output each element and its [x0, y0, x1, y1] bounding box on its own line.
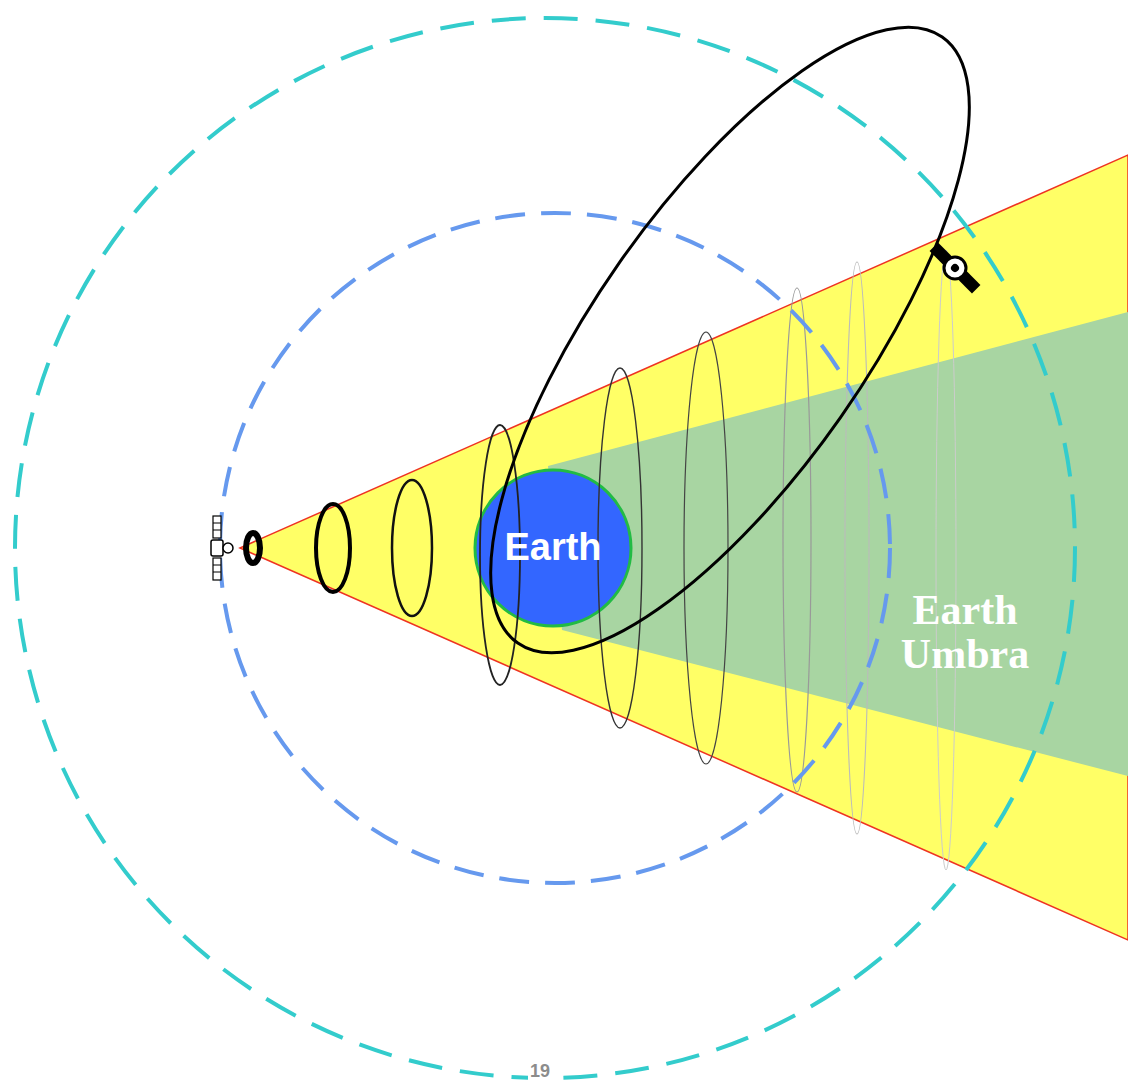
inner-dashed-circle [220, 213, 890, 883]
earth-circle: Earth [473, 468, 633, 628]
cross-section-ellipses [246, 250, 956, 870]
sun-cone [240, 155, 1128, 940]
outer-dashed-circle [15, 18, 1075, 1078]
page-number: 19 [528, 1061, 552, 1082]
node-label: Earth Umbra [885, 588, 1045, 676]
orbit-ellipse [407, 0, 1053, 721]
satellite-icon [926, 239, 984, 297]
satellite-icon [211, 516, 233, 580]
node-label: Earth [504, 528, 601, 568]
